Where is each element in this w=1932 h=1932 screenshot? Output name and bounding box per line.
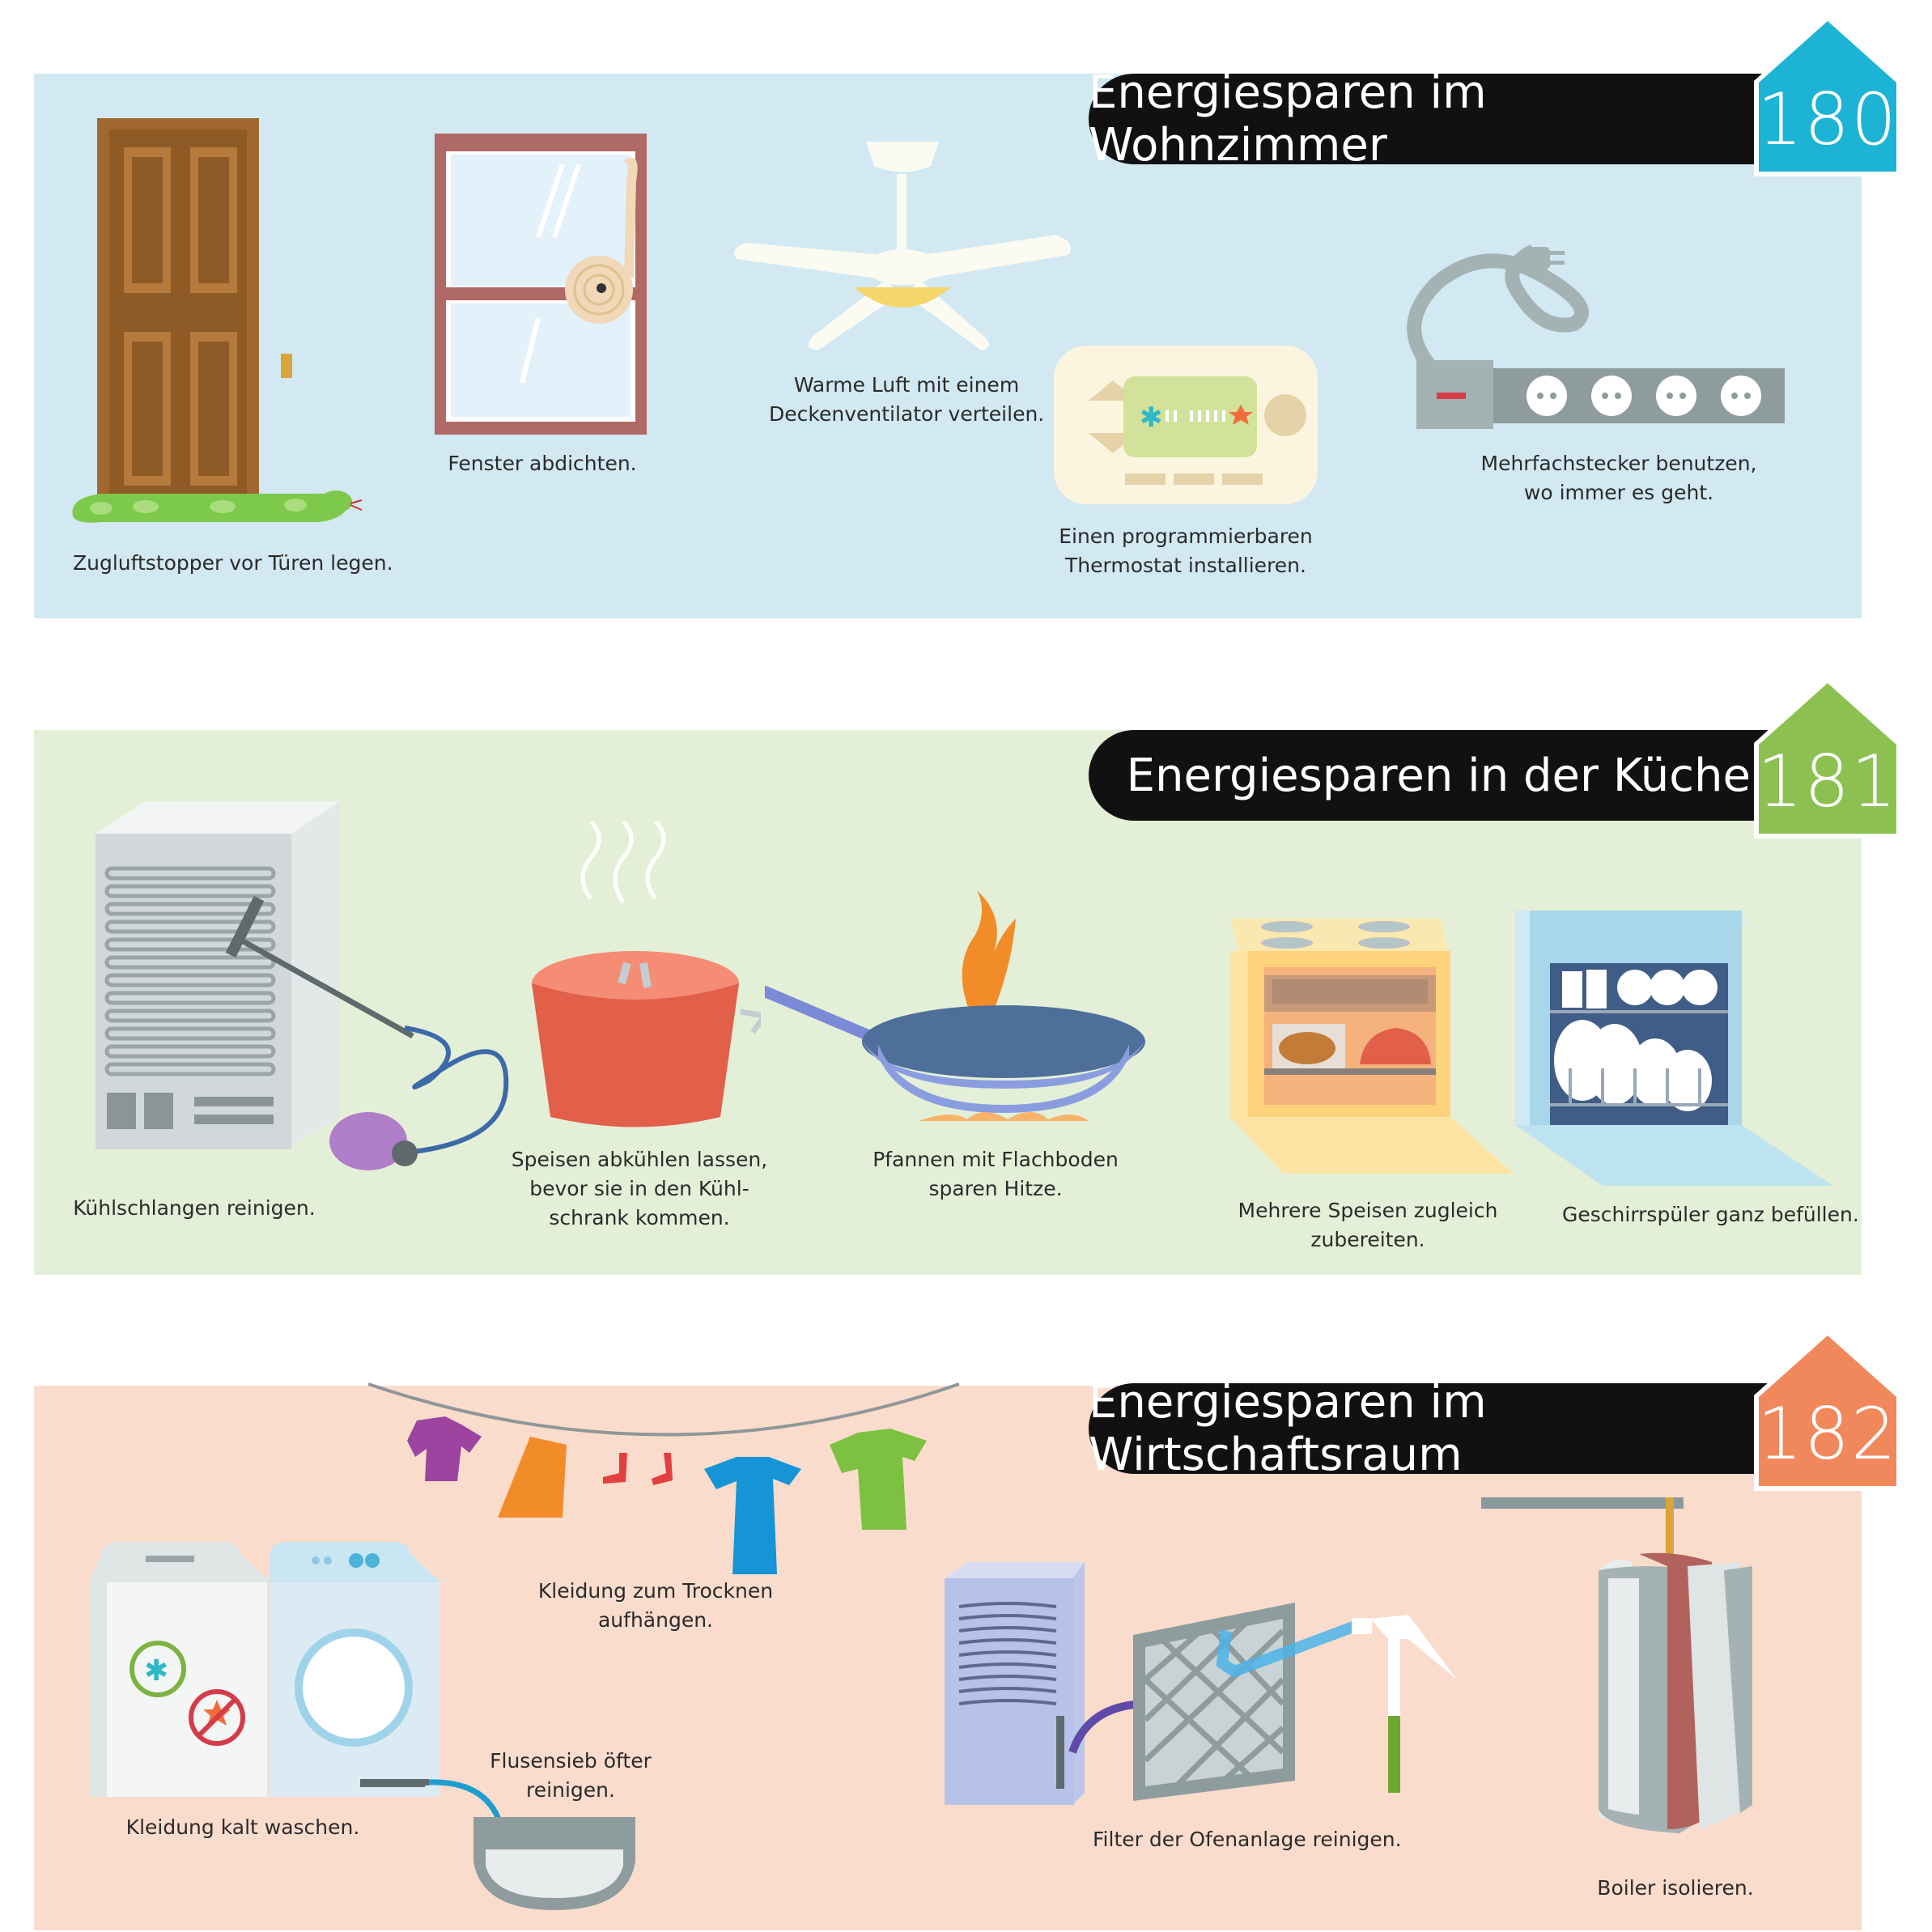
- tip-fridge-coils: Kühlschlangen reinigen.: [73, 1196, 316, 1220]
- tip-wash-cold: Kleidung kalt waschen.: [125, 1815, 360, 1839]
- section-title: Energiesparen im Wohnzimmer: [1089, 66, 1487, 172]
- cooling-pot-icon: [532, 822, 761, 1127]
- tip-full-dishwasher: Geschirrspüler ganz befüllen.: [1562, 1203, 1859, 1226]
- svg-text:✱: ✱: [1140, 401, 1163, 434]
- furnace-filter-icon: [945, 1562, 1457, 1805]
- clothesline-icon: [368, 1382, 960, 1574]
- section-title: Energiesparen in der Küche: [1126, 749, 1751, 802]
- boiler-icon: [1481, 1497, 1752, 1833]
- section-title: Energiesparen im Wirtschaftsraum: [1089, 1376, 1487, 1481]
- ceiling-fan-icon: [734, 142, 1071, 350]
- lint-filter-icon: [360, 1779, 635, 1910]
- fridge-coils-icon: [96, 801, 509, 1170]
- section-number: 182: [1757, 1392, 1898, 1476]
- section-number: 181: [1757, 740, 1898, 823]
- thermostat-icon: ✱: [1054, 346, 1318, 504]
- window-icon: [435, 134, 647, 435]
- section-title-banner: Energiesparen im Wirtschaftsraum: [1089, 1376, 1777, 1481]
- power-strip-icon: [1407, 244, 1785, 429]
- section-number: 180: [1757, 78, 1898, 161]
- svg-text:✱: ✱: [144, 1654, 168, 1688]
- tip-insulate-boiler: Boiler isolieren.: [1597, 1876, 1754, 1900]
- tip-seal-windows: Fenster abdichten.: [448, 452, 637, 475]
- section-number-badge: 180: [1751, 11, 1904, 180]
- washer-dryer-icon: ✱: [89, 1542, 441, 1797]
- section-title-banner: Energiesparen in der Küche: [1089, 730, 1777, 821]
- section-living-room: [34, 74, 1862, 618]
- oven-icon: [1230, 919, 1514, 1174]
- tip-furnace-filter: Filter der Ofenanlage reinigen.: [1093, 1828, 1402, 1851]
- section-number-badge: 182: [1751, 1326, 1904, 1494]
- tip-cool-food: Speisen abkühlen lassen,bevor sie in den…: [511, 1148, 768, 1229]
- door-icon: [72, 118, 363, 523]
- dishwasher-icon: [1515, 911, 1833, 1186]
- section-title-banner: Energiesparen im Wohnzimmer: [1089, 66, 1777, 172]
- tip-power-strip: Mehrfachstecker benutzen,wo immer es geh…: [1480, 452, 1757, 504]
- section-number-badge: 181: [1751, 673, 1904, 842]
- tip-draft-stopper: Zugluftstopper vor Türen legen.: [73, 551, 393, 575]
- flat-pan-icon: [765, 890, 1145, 1121]
